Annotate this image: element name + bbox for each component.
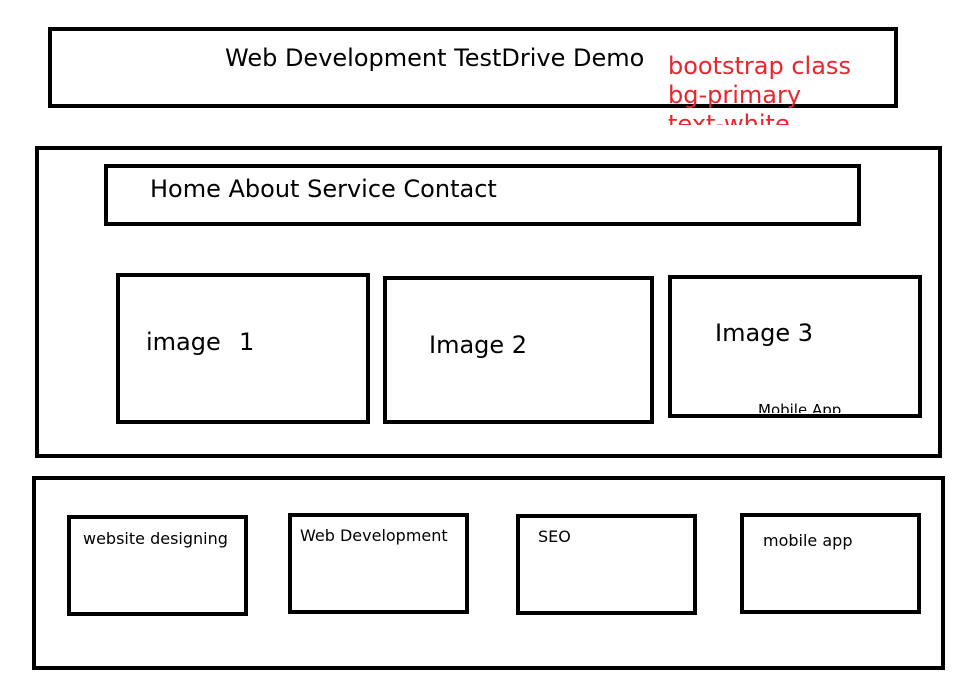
nav-bar-box — [104, 164, 861, 226]
service-box-1 — [67, 515, 248, 616]
image-label-3: Image 3 — [715, 319, 814, 347]
bootstrap-annotation: bootstrap class bg-primary text-white — [668, 52, 888, 125]
service-label-3: SEO — [538, 527, 571, 546]
header-title: Web Development TestDrive Demo — [225, 44, 645, 72]
header-box — [48, 27, 898, 108]
nav-links-text: Home About Service Contact — [150, 175, 497, 203]
service-label-1: website designing — [83, 529, 228, 548]
annotation-line-1: bootstrap class — [668, 52, 851, 80]
annotation-line-3: text-white — [668, 110, 790, 125]
image-box-2 — [383, 276, 654, 424]
service-box-3 — [516, 514, 697, 615]
image-label-2: Image 2 — [429, 331, 528, 359]
service-label-2: Web Development — [300, 526, 448, 545]
image-label-1-number: 1 — [239, 328, 255, 356]
image-label-1: images — [146, 329, 222, 356]
service-label-4: mobile app — [763, 531, 853, 550]
service-box-2 — [288, 513, 469, 614]
image-box-1 — [116, 273, 370, 424]
image-box-3 — [668, 275, 922, 418]
image-sub-label-3: Mobile App — [758, 401, 842, 413]
service-box-4 — [740, 513, 921, 614]
annotation-line-2: bg-primary — [668, 81, 802, 109]
